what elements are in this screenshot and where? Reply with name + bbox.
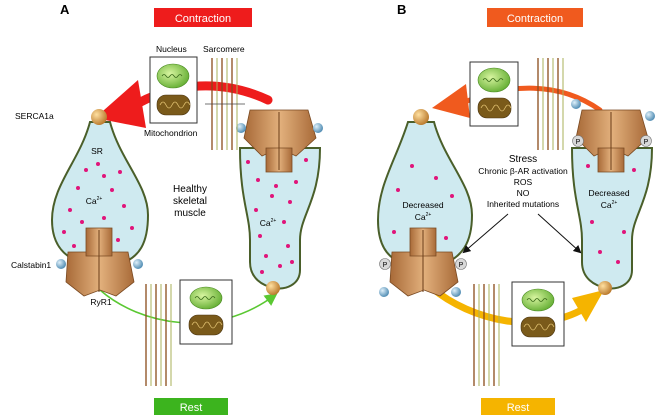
sarcomere-icon-bottom-a: [145, 284, 172, 386]
rest-banner-a: [154, 398, 228, 415]
calstabin-free-rl-b: [645, 111, 655, 121]
phospho-rl-b: P: [640, 135, 652, 147]
rest-label-a: Rest: [180, 402, 203, 414]
ryr-channel-left-b: [389, 227, 459, 297]
calstabin-rr-a: [236, 123, 246, 133]
rest-label-b: Rest: [507, 402, 530, 414]
svg-text:P: P: [576, 139, 581, 146]
mitochondrion-label: Mitochondrion: [144, 128, 198, 138]
stress-arrow-right: [537, 213, 582, 254]
stress-item-1: Chronic β-AR activation: [478, 166, 568, 176]
panel-a: A Contraction Rest SERCA1a SR Ca2+: [11, 2, 323, 415]
serca-label: SERCA1a: [15, 111, 54, 121]
panel-b: B Contraction Rest Decreased Ca2+ P: [376, 2, 655, 415]
panel-letter-a: A: [60, 2, 70, 17]
decreased-label-left-1: Decreased: [402, 200, 443, 210]
rest-arrowhead-b: [572, 290, 604, 322]
serca-pump-right-a: [266, 281, 280, 295]
ca-label-left-a: Ca2+: [86, 196, 103, 206]
nucleus-icon-bottom-a: [189, 286, 223, 310]
rest-banner-b: [481, 398, 555, 415]
mitochondrion-icon-bottom-b: [520, 316, 556, 338]
calstabin-dissociated-right-b: [451, 287, 461, 297]
contraction-arrow-a: [125, 81, 273, 113]
sr-label: SR: [91, 146, 103, 156]
svg-text:P: P: [383, 262, 388, 269]
serca-pump-b: [413, 109, 429, 125]
serca-pump-right-b: [598, 281, 612, 295]
calstabin-rl-a: [313, 123, 323, 133]
sarcomere-icon-top-a: [205, 58, 245, 150]
calstabin-left-a: [56, 259, 66, 269]
ryr-channel-right-b: [575, 109, 649, 173]
calstabin-free-rr-b: [571, 99, 581, 109]
sarcomere-icon-bottom-b: [473, 284, 500, 386]
serca-pump-a: [91, 109, 107, 125]
svg-text:P: P: [459, 262, 464, 269]
calstabin-right-a: [133, 259, 143, 269]
contraction-banner-b: [487, 8, 583, 27]
healthy-line-1: Healthy: [173, 184, 207, 195]
calstabin-label: Calstabin1: [11, 260, 51, 270]
decreased-label-left-2: Ca2+: [415, 212, 432, 222]
contraction-arrowhead-b: [432, 84, 470, 118]
mitochondrion-icon: [156, 94, 191, 116]
stress-item-4: Inherited mutations: [487, 199, 559, 209]
decreased-label-right-1: Decreased: [588, 188, 629, 198]
phospho-rr-b: P: [572, 135, 584, 147]
ca-dots-left-a: [62, 162, 134, 248]
healthy-line-2: skeletal: [173, 196, 207, 207]
panel-letter-b: B: [397, 2, 406, 17]
sarcomere-label: Sarcomere: [203, 44, 245, 54]
sarcomere-icon-top-b: [537, 58, 564, 150]
contraction-label-b: Contraction: [507, 13, 563, 25]
stress-arrow-left: [462, 213, 509, 254]
nucleus-icon: [156, 63, 190, 89]
svg-text:P: P: [644, 139, 649, 146]
healthy-line-3: muscle: [174, 208, 206, 219]
ca-dots-right-b: [586, 164, 636, 264]
contraction-label-a: Contraction: [175, 13, 231, 25]
mitochondrion-icon-top-b: [477, 97, 512, 119]
ryr-label: RyR1: [90, 297, 112, 307]
rest-arrow-b: [428, 284, 594, 327]
stress-item-2: ROS: [514, 177, 533, 187]
ca-dots-right-a: [246, 158, 308, 274]
calstabin-dissociated-left-b: [379, 287, 389, 297]
ryr-channel-right-a: [243, 109, 317, 173]
contraction-banner-a: [154, 8, 252, 27]
phospho-right-b: P: [455, 258, 467, 270]
ca-label-right-a: Ca2+: [260, 218, 277, 228]
decreased-label-right-2: Ca2+: [601, 200, 618, 210]
ryr-channel-left-a: [65, 227, 135, 297]
nucleus-icon-top-b: [477, 67, 511, 93]
stress-item-3: NO: [517, 188, 530, 198]
stress-title: Stress: [509, 154, 537, 165]
mitochondrion-icon-bottom-a: [188, 314, 224, 336]
nucleus-label: Nucleus: [156, 44, 187, 54]
nucleus-icon-bottom-b: [521, 288, 555, 312]
contraction-arrowhead-a: [95, 80, 146, 128]
phospho-left-b: P: [379, 258, 391, 270]
